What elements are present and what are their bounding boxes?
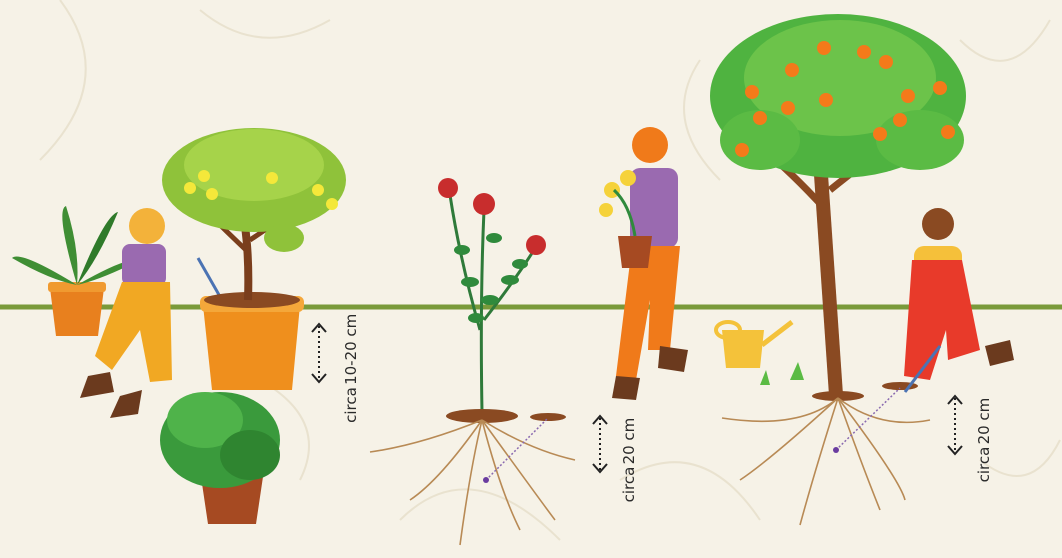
depth-label-group-3: circa 20 cm: [975, 398, 993, 482]
depth-label-1: circa 10-20 cm: [342, 314, 360, 423]
monstera-pot-icon: [160, 392, 280, 524]
depth-label-2-line2: 20 cm: [620, 418, 638, 465]
depth-label-2-line1: circa: [620, 467, 638, 503]
depth-label-3-line2: 20 cm: [975, 398, 993, 445]
potted-lemon-tree-icon: [162, 128, 346, 390]
depth-label-3-line1: circa: [975, 447, 993, 483]
depth-arrow-1: [312, 324, 326, 382]
depth-arrow-3: [948, 396, 962, 454]
gardener-walking-icon: [599, 127, 688, 400]
depth-label-2: circa 20 cm: [620, 418, 638, 502]
depth-label-3: circa 20 cm: [975, 398, 993, 482]
depth-label-1-line1: circa: [342, 387, 360, 423]
depth-label-group-1: circa 10-20 cm: [342, 314, 360, 423]
depth-label-1-line2: 10-20 cm: [342, 314, 360, 385]
depth-arrow-2: [593, 416, 607, 472]
gardener-kneeling-right-icon: [904, 208, 1014, 392]
depth-label-group-2: circa 20 cm: [620, 418, 638, 502]
watering-can-icon: [716, 322, 804, 385]
